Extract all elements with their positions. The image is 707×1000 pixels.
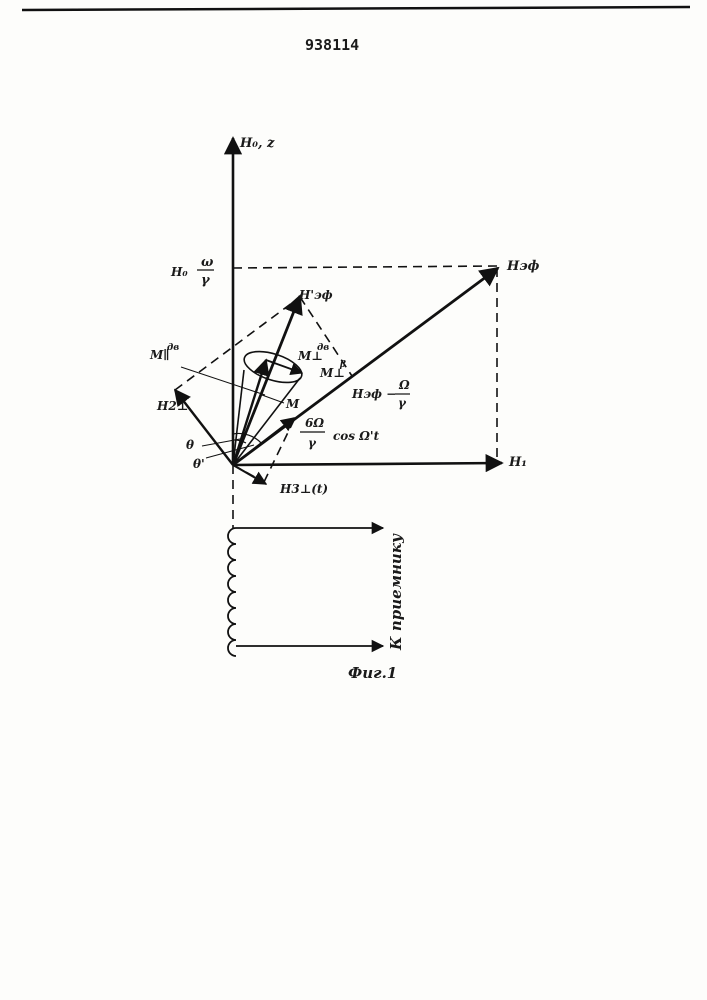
label-m-perp-dv-sup: дв (317, 343, 329, 353)
top-border-line (22, 7, 690, 10)
label-h-eff-minus-num: Ω (398, 378, 410, 392)
patent-number: 938114 (305, 36, 359, 54)
h3-perp-arrow (233, 465, 266, 484)
label-receiver: К приемнику (387, 533, 405, 651)
label-h2-perp: H2⊥ (156, 399, 188, 413)
label-m-parallel-sup: дв (167, 343, 179, 353)
label-h0-z: H₀, z (239, 136, 275, 151)
label-h0-frac-num: ω (201, 255, 214, 270)
label-h-eff-minus-prefix: Hэф − (351, 387, 396, 401)
label-theta: θ (186, 438, 194, 452)
label-cos-term: cos Ω't (333, 429, 380, 443)
label-h-eff-prime: H'эф (298, 288, 333, 302)
label-theta-prime: θ' (193, 457, 205, 471)
label-h0-frac-prefix: H₀ (170, 265, 188, 279)
figure-caption: Фиг.1 (348, 664, 397, 682)
theta-prime-arc (233, 433, 262, 444)
label-h-eff-minus-den: γ (398, 396, 407, 410)
label-cos-den: γ (308, 436, 317, 450)
m-leader (262, 395, 284, 403)
label-h1: H₁ (508, 455, 527, 470)
label-cos-num: 6Ω (305, 416, 324, 430)
label-h3-perp: H3⊥(t) (279, 482, 328, 496)
label-m-perp-beta-sup: β (339, 360, 346, 370)
label-m: M (285, 397, 300, 411)
receiver-coil (228, 528, 236, 656)
label-h-eff: Hэф (506, 259, 540, 274)
dashed-h0-level-line (233, 266, 497, 268)
label-h0-frac-den: γ (201, 273, 211, 288)
